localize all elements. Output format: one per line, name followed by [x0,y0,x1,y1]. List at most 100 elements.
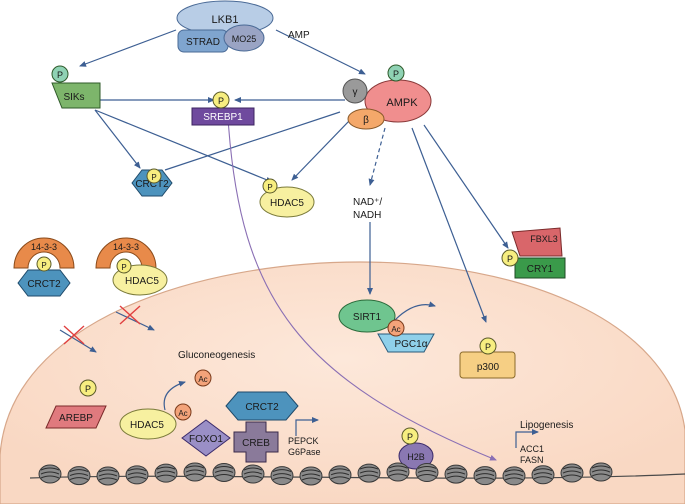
nucleosome-wrap [98,477,118,481]
acetyl-released: Ac [194,369,212,387]
nucleosome-wrap [330,476,350,480]
nucleosome-wrap [562,466,582,470]
lkb1-complex: LKB1 STRAD MO25 [176,0,274,53]
crct2-c-label: CRCT2 [245,402,279,413]
h2b-label: H2B [407,452,425,462]
nucleosome [154,463,178,483]
arrows [59,29,539,448]
acc1-label: ACC1 [520,444,544,454]
arebp-label: AREBP [59,413,93,424]
nucleosome-wrap [533,472,553,476]
nucleosome [560,463,584,483]
nucleosome-wrap [185,469,205,473]
nucleosome-wrap [417,473,437,477]
phospho-p300: P [485,342,491,352]
nucleosome-wrap [214,465,234,469]
pepck-label: PEPCK [288,436,319,446]
nucleosome-wrap [185,465,205,469]
nucleosome-wrap [388,473,408,477]
p1433-crct2-complex: 14-3-3 CRCT2 P [13,237,75,297]
lipogenesis-label: Lipogenesis [520,420,573,431]
sirt1-complex: SIRT1 PGC1α Ac [338,299,435,353]
nucleosome [38,464,62,484]
siks-node: SIKs P [51,65,101,109]
phospho-h2b: P [407,432,413,442]
beta-label: β [363,115,369,126]
nucleosome-wrap [301,469,321,473]
nucleosome-wrap [562,470,582,474]
nucleosome [502,466,526,486]
nucleosome [241,464,265,484]
nucleosome-wrap [127,472,147,476]
phospho-cry1: P [507,254,513,264]
nucleosome [444,464,468,484]
sirt1-label: SIRT1 [353,312,382,323]
nucleosome-wrap [359,470,379,474]
nucleosome-wrap [475,473,495,477]
chromatin-fiber [29,462,685,486]
hdac5-node: HDAC5 P [259,178,315,218]
crct2-b-label: CRCT2 [27,279,61,290]
nucleosome-wrap [301,473,321,477]
nucleosome-wrap [243,467,263,471]
nucleosome-wrap [243,475,263,479]
ampk-complex: AMPK γ β P [342,64,432,130]
nucleosome-wrap [446,467,466,471]
nucleosome-wrap [243,471,263,475]
nucleosome-wrap [359,474,379,478]
nucleosome-wrap [388,465,408,469]
p1433-b-label: 14-3-3 [113,242,139,252]
nucleosome-wrap [98,469,118,473]
nucleosome-wrap [330,472,350,476]
h2b-node: H2B P [398,427,434,470]
nucleosome [67,466,91,486]
nucleosome-wrap [388,469,408,473]
creb-complex: CRCT2 CREB [225,391,299,463]
nucleosome-wrap [591,473,611,477]
nucleosome-wrap [591,469,611,473]
nucleosome-wrap [185,473,205,477]
fbxl3-label: FBXL3 [530,234,558,244]
amp-label: AMP [288,30,310,41]
p1433-hdac5-complex: 14-3-3 HDAC5 P [95,237,168,296]
strad-label: STRAD [186,37,220,48]
nucleosome [473,466,497,486]
nucleosome-wrap [504,469,524,473]
cry1-complex: FBXL3 CRY1 P [501,227,566,279]
nucleosome-wrap [69,473,89,477]
crct2-node: CRCT2 P [131,168,173,197]
hdac5-label: HDAC5 [270,198,304,209]
nucleosome-wrap [272,477,292,481]
phospho-crct2-b: P [41,261,46,270]
nucleosome-wrap [504,473,524,477]
phospho-ampk: P [393,69,399,79]
foxo1-complex: FOXO1 HDAC5 Ac [119,403,231,457]
nucleosome-wrap [301,477,321,481]
srebp1-label: SREBP1 [203,112,243,123]
nucleosome [357,463,381,483]
nucleosome [531,465,555,485]
nucleosome [328,465,352,485]
nucleosome-wrap [591,465,611,469]
siks-label: SIKs [63,92,84,103]
acetyl-foxo1: Ac [178,409,187,418]
nucleosome-wrap [98,473,118,477]
phospho-hdac5: P [267,183,272,192]
nucleosome-wrap [272,469,292,473]
nucleosome-wrap [156,466,176,470]
cry1-label: CRY1 [527,264,554,275]
acetyl-pgc1a: Ac [391,325,400,334]
pgc1a-label: PGC1α [394,339,427,350]
nucleosome-wrap [156,470,176,474]
nucleosome-wrap [446,471,466,475]
phospho-crct2: P [151,173,156,182]
phospho-srebp1: P [218,96,224,106]
nucleosome-wrap [156,474,176,478]
gamma-label: γ [353,87,358,98]
nucleosome-wrap [417,469,437,473]
phospho-arebp: P [85,384,91,394]
nucleosome-wrap [562,474,582,478]
nucleosome [415,462,439,482]
p1433-a-label: 14-3-3 [31,242,57,252]
